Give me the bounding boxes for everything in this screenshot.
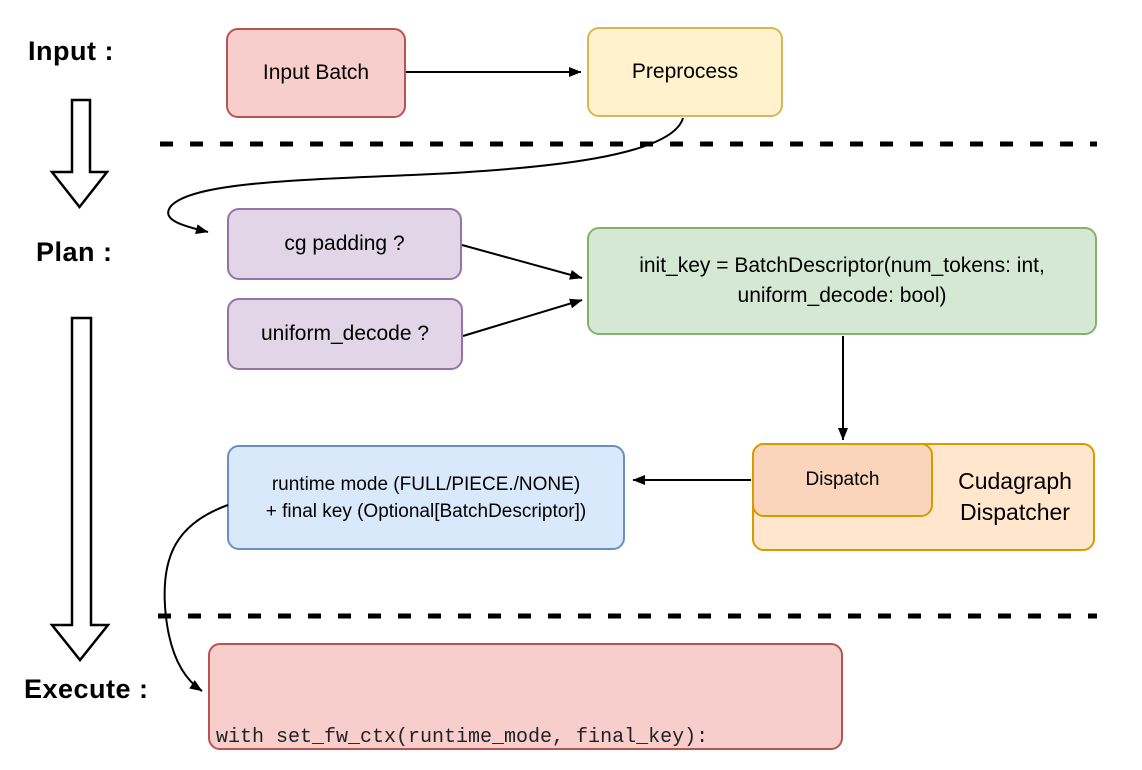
execute-code-block: with set_fw_ctx(runtime_mode, final_key)… bbox=[210, 645, 708, 770]
node-cudagraph-dispatcher-text: Cudagraph Dispatcher bbox=[935, 445, 1095, 549]
node-dispatch-label: Dispatch bbox=[805, 469, 880, 490]
node-cudagraph-line1: Cudagraph bbox=[958, 468, 1072, 494]
node-runtime-text: runtime mode (FULL/PIECE./NONE) + final … bbox=[229, 471, 623, 525]
node-execute-code: with set_fw_ctx(runtime_mode, final_key)… bbox=[208, 643, 843, 750]
edge-uniform-decode-to-init-key bbox=[462, 298, 583, 337]
node-init-key-line2: uniform_decode: bool) bbox=[737, 284, 947, 307]
node-runtime-result: runtime mode (FULL/PIECE./NONE) + final … bbox=[227, 445, 625, 550]
execute-code-line1: with set_fw_ctx(runtime_mode, final_key)… bbox=[216, 726, 709, 749]
node-runtime-line1: runtime mode (FULL/PIECE./NONE) bbox=[271, 473, 581, 495]
node-init-key: init_key = BatchDescriptor(num_tokens: i… bbox=[587, 227, 1097, 335]
stage-label-execute: Execute : bbox=[24, 674, 149, 704]
node-cudagraph-line2: Dispatcher bbox=[960, 499, 1070, 525]
node-input-batch-label: Input Batch bbox=[262, 61, 370, 84]
stage-label-plan: Plan : bbox=[36, 237, 113, 267]
node-uniform-decode-label: uniform_decode ? bbox=[260, 322, 430, 345]
node-init-key-line1: init_key = BatchDescriptor(num_tokens: i… bbox=[639, 254, 1045, 277]
node-init-key-text: init_key = BatchDescriptor(num_tokens: i… bbox=[589, 251, 1095, 311]
node-runtime-line2: + final key (Optional[BatchDescriptor]) bbox=[265, 500, 587, 522]
node-uniform-decode: uniform_decode ? bbox=[227, 298, 463, 370]
node-cg-padding-label: cg padding ? bbox=[284, 232, 405, 255]
node-preprocess-label: Preprocess bbox=[631, 60, 739, 83]
stage-arrow-plan-to-execute bbox=[49, 316, 111, 663]
edge-cg-padding-to-init-key bbox=[461, 244, 583, 280]
stage-label-input: Input : bbox=[28, 36, 114, 66]
node-input-batch: Input Batch bbox=[226, 28, 406, 118]
stage-arrow-input-to-plan bbox=[49, 98, 110, 210]
node-cg-padding: cg padding ? bbox=[227, 208, 462, 280]
node-dispatch: Dispatch bbox=[752, 443, 933, 517]
node-preprocess: Preprocess bbox=[587, 27, 783, 117]
